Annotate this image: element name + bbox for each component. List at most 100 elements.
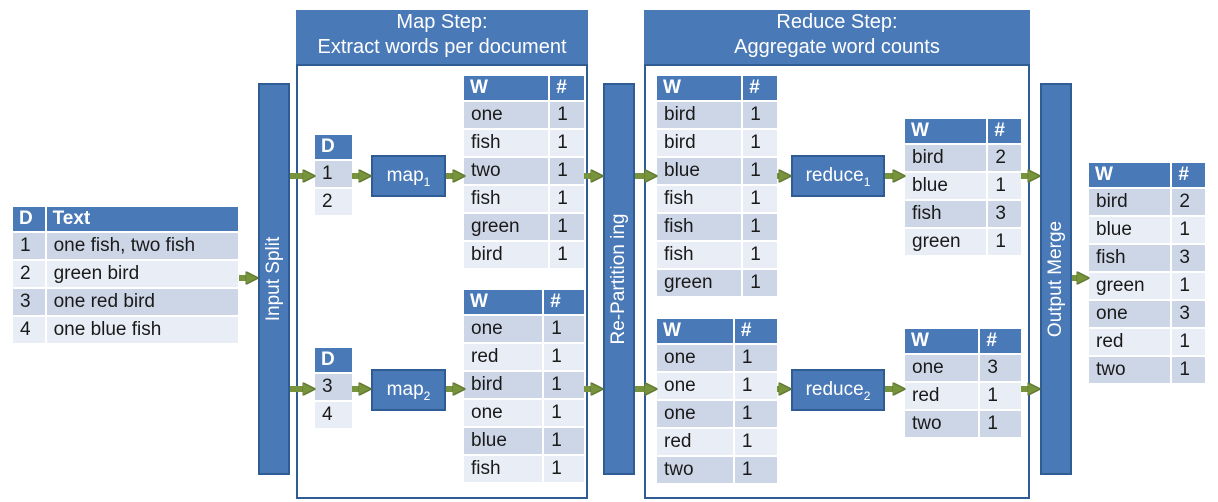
- table-cell: 3: [986, 201, 1021, 227]
- table-cell: two: [464, 158, 549, 184]
- table-cell: 1: [542, 428, 584, 454]
- table-cell: two: [1089, 357, 1171, 383]
- table-cell: one: [657, 373, 733, 399]
- table-cell: blue: [905, 173, 987, 199]
- table-cell: blue: [657, 158, 742, 184]
- table-cell: green: [657, 270, 742, 296]
- map2-label: map: [386, 379, 424, 400]
- table-cell: 1: [978, 411, 1021, 437]
- column-header: #: [741, 76, 777, 100]
- reduce2-subscript: 2: [863, 388, 871, 403]
- table-cell: 1: [741, 186, 777, 212]
- table-header-row: W#: [905, 119, 1021, 143]
- table-header-row: D: [315, 348, 352, 372]
- column-header: D: [315, 348, 352, 372]
- map2-box: map2: [371, 369, 446, 411]
- table-cell: 1: [548, 130, 584, 156]
- column-header: Text: [44, 207, 238, 231]
- output-merge-bar: Output Merge: [1040, 83, 1072, 475]
- map1-subscript: 1: [423, 174, 431, 189]
- column-header: W: [464, 290, 543, 314]
- table-cell: 1: [741, 158, 777, 184]
- table-cell: two: [657, 457, 733, 483]
- table-cell: red: [1089, 329, 1171, 355]
- table-cell: 3: [1170, 245, 1205, 271]
- table-cell: bird: [905, 145, 987, 171]
- table-cell: 1: [978, 383, 1021, 409]
- table-cell: 1: [1170, 357, 1205, 383]
- table-cell: fish: [657, 214, 742, 240]
- table-cell: 1: [542, 316, 584, 342]
- table-cell: one blue fish: [44, 317, 238, 343]
- table-cell: 1: [548, 186, 584, 212]
- table-cell: red: [905, 383, 979, 409]
- table-cell: green: [464, 214, 549, 240]
- column-header: #: [732, 319, 777, 343]
- table-cell: green bird: [44, 261, 238, 287]
- table-cell: fish: [905, 201, 987, 227]
- table-cell: one fish, two fish: [44, 233, 238, 259]
- table-cell: fish: [657, 186, 742, 212]
- table-cell: 1: [741, 242, 777, 268]
- column-header: #: [548, 76, 584, 100]
- table-cell: fish: [657, 242, 742, 268]
- table-cell: 1: [315, 161, 352, 187]
- table-cell: one: [905, 355, 979, 381]
- column-header: W: [657, 319, 733, 343]
- table-cell: 3: [13, 289, 45, 315]
- table-cell: 1: [732, 345, 777, 371]
- table-cell: 1: [732, 373, 777, 399]
- column-header: #: [978, 329, 1021, 353]
- table-cell: two: [905, 411, 979, 437]
- table-cell: 3: [1170, 301, 1205, 327]
- reduce-step-subtitle: Aggregate word counts: [734, 36, 940, 58]
- column-header: W: [905, 329, 979, 353]
- table-header-row: W#: [657, 76, 777, 100]
- table-cell: 3: [978, 355, 1021, 381]
- table-cell: 1: [542, 456, 584, 482]
- reduce1-label: reduce: [805, 165, 864, 186]
- table-cell: 4: [315, 402, 352, 428]
- table-cell: blue: [464, 428, 543, 454]
- table-cell: 1: [986, 229, 1021, 255]
- repartitioning-bar: Re-Partition ing: [603, 83, 635, 475]
- table-header-row: W#: [657, 319, 777, 343]
- column-header: #: [1170, 163, 1205, 187]
- table-cell: fish: [464, 456, 543, 482]
- column-header: W: [657, 76, 742, 100]
- table-row: 2: [315, 189, 352, 215]
- table-cell: one: [464, 316, 543, 342]
- table-cell: 1: [542, 400, 584, 426]
- table-cell: 1: [732, 457, 777, 483]
- column-header: W: [905, 119, 987, 143]
- table-cell: one red bird: [44, 289, 238, 315]
- table-cell: fish: [464, 186, 549, 212]
- reduce2-label: reduce: [805, 379, 864, 400]
- table-cell: red: [464, 344, 543, 370]
- map-step-subtitle: Extract words per document: [317, 36, 567, 58]
- table-row: 3: [315, 374, 352, 400]
- table-cell: 1: [1170, 329, 1205, 355]
